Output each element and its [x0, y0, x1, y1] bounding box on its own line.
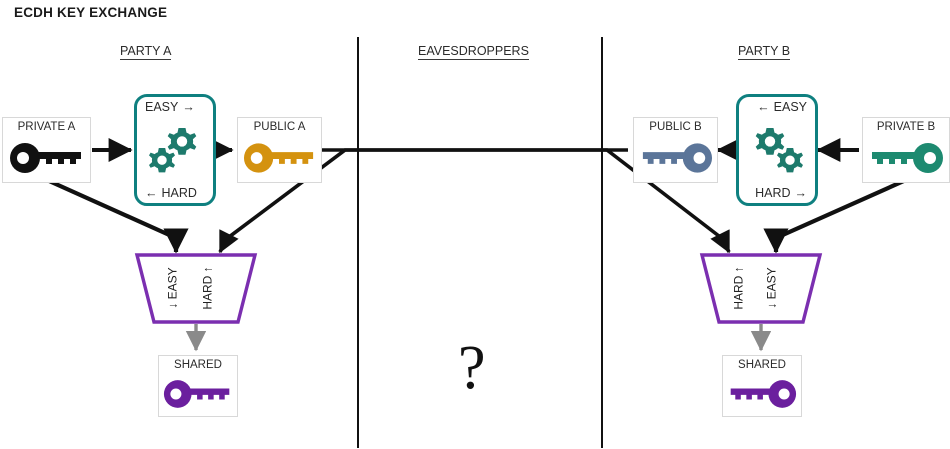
keybox-shared-b-label: SHARED	[738, 359, 786, 371]
keybox-private-a[interactable]: PRIVATE A	[2, 117, 91, 183]
arrow-down-icon: ↓	[764, 302, 779, 309]
keybox-shared-a[interactable]: SHARED	[158, 355, 238, 417]
keybox-public-b-label: PUBLIC B	[649, 121, 702, 133]
key-icon	[634, 134, 717, 182]
page-title: ECDH KEY EXCHANGE	[14, 5, 168, 20]
arrow-down-icon: ↓	[165, 302, 180, 309]
arrow-right-icon: →	[182, 100, 195, 114]
arrow-left-icon: ←	[145, 186, 158, 200]
eavesdropper-question-mark: ?	[458, 334, 486, 402]
funnel-a-left-label: ↓ EASY	[165, 267, 180, 309]
key-icon	[723, 372, 801, 416]
keybox-shared-a-label: SHARED	[174, 359, 222, 371]
gearbox-party-b[interactable]: ← EASY HARD →	[736, 94, 818, 206]
key-icon	[3, 134, 90, 182]
arrowhead-public-b-into-funnel-a	[218, 229, 239, 254]
divider-left	[357, 37, 359, 448]
gearbox-b-top-label: EASY	[773, 100, 807, 114]
gearbox-b-bottom-label: HARD	[755, 186, 791, 200]
funnel-b-shape	[699, 253, 823, 324]
funnel-b-right-label: ↓ EASY	[764, 267, 779, 309]
gears-icon	[137, 97, 213, 203]
gearbox-a-top-label: EASY	[145, 100, 179, 114]
keybox-public-a[interactable]: PUBLIC A	[237, 117, 322, 183]
keybox-private-a-label: PRIVATE A	[17, 121, 76, 133]
gearbox-party-a[interactable]: EASY → ← HARD	[134, 94, 216, 206]
key-icon	[238, 134, 321, 182]
column-header-party-b: PARTY B	[738, 44, 791, 60]
arrow-left-icon: ←	[757, 100, 770, 114]
key-icon	[863, 134, 949, 182]
arrow-up-icon: ↑	[731, 266, 746, 273]
arrow-right-icon: →	[794, 186, 808, 200]
column-header-eavesdroppers: EAVESDROPPERS	[418, 44, 529, 60]
keybox-public-b[interactable]: PUBLIC B	[633, 117, 718, 183]
gearbox-a-bottom-label: HARD	[161, 186, 197, 200]
funnel-a-right-label: HARD ↑	[200, 266, 215, 310]
column-header-party-a: PARTY A	[120, 44, 172, 60]
keybox-private-b-label: PRIVATE B	[876, 121, 936, 133]
keybox-public-a-label: PUBLIC A	[253, 121, 306, 133]
funnel-b-left-label: HARD ↑	[731, 266, 746, 310]
keybox-shared-b[interactable]: SHARED	[722, 355, 802, 417]
divider-right	[601, 37, 603, 448]
key-icon	[159, 372, 237, 416]
gears-icon	[739, 97, 815, 203]
arrowhead-public-a-into-funnel-b	[710, 229, 731, 254]
arrow-up-icon: ↑	[200, 266, 215, 273]
keybox-private-b[interactable]: PRIVATE B	[862, 117, 950, 183]
funnel-a-shape	[134, 253, 258, 324]
